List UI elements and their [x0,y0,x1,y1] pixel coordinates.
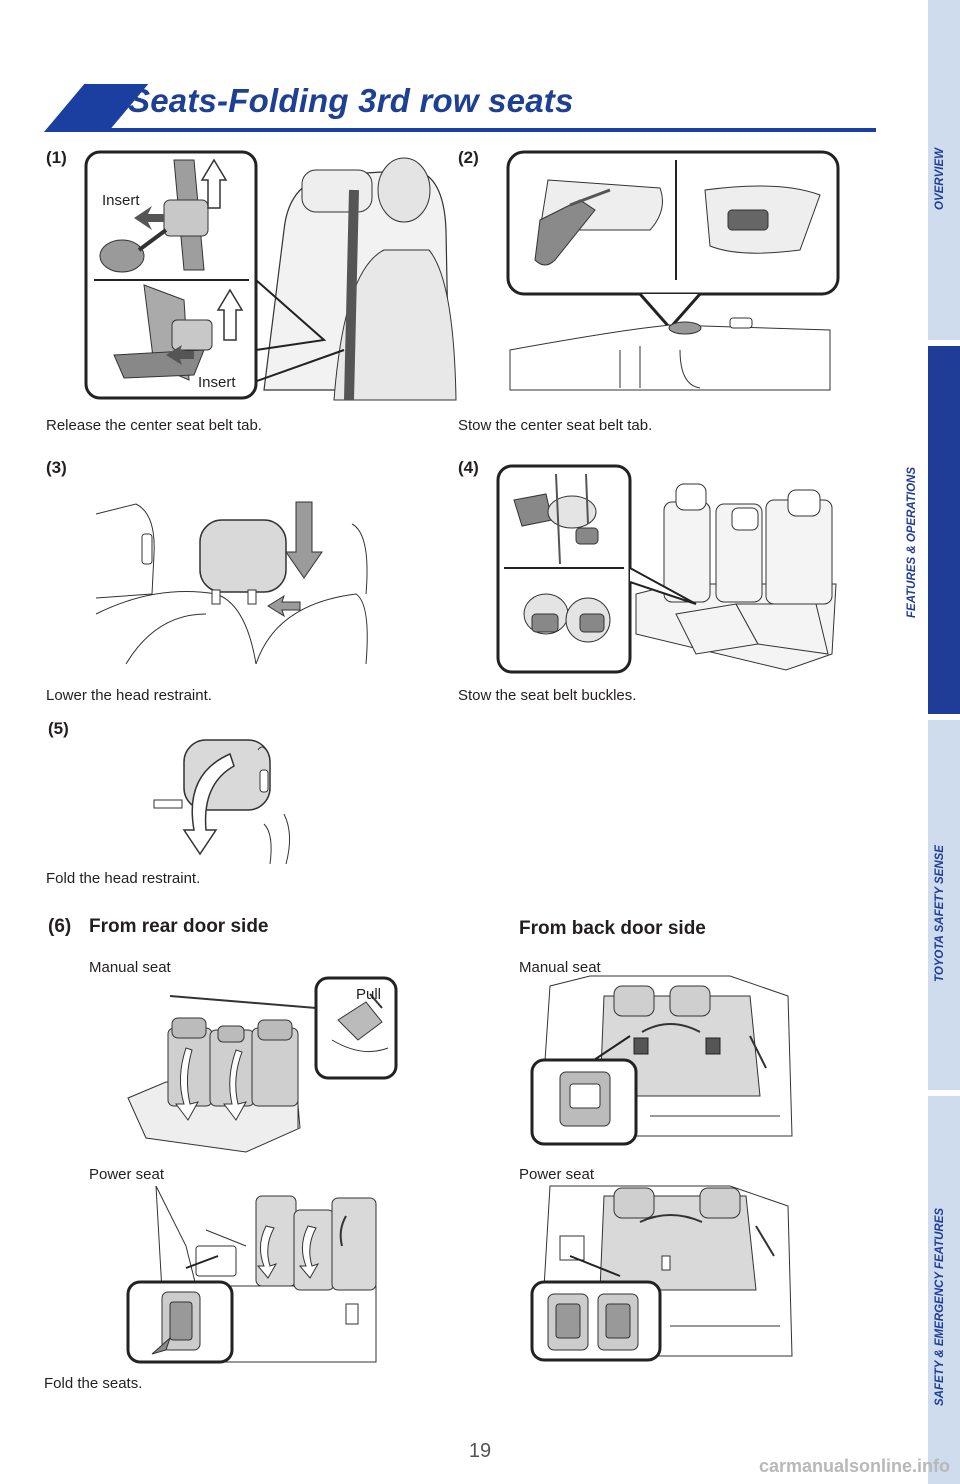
nav-tab-overview[interactable]: OVERVIEW [928,0,960,340]
step-1-callout-insert: Insert [198,374,236,391]
back-manual-illustration [530,975,793,1146]
rear-door-heading: From rear door side [89,916,269,937]
nav-tab-label: SAFETY & EMERGENCY FEATURES [934,1207,946,1406]
nav-tab-safety-sense[interactable]: TOYOTA SAFETY SENSE [928,720,960,1090]
header-rule [96,128,876,132]
step-3-caption: Lower the head restraint. [46,687,212,704]
nav-tab-label: OVERVIEW [934,148,946,210]
pull-callout: Pull [356,986,382,1003]
nav-tab-label: TOYOTA SAFETY SENSE [934,845,946,982]
step-1-callout-insert: Insert [102,192,140,209]
step-5-number: (5) [48,719,69,738]
page-number: 19 [468,1440,492,1462]
section-nav: OVERVIEW TOYOTA SAFETY SENSE SAFETY & EM… [928,0,960,1484]
step-2-caption: Stow the center seat belt tab. [458,417,653,434]
step-4-number: (4) [458,458,479,477]
back-power-label: Power seat [519,1166,595,1183]
back-door-heading: From back door side [519,918,706,939]
step-5-caption: Fold the head restraint. [46,870,201,887]
nav-tab-features[interactable] [928,346,960,714]
step-4-caption: Stow the seat belt buckles. [458,687,637,704]
step-2-number: (2) [458,148,479,167]
rear-power-label: Power seat [89,1166,165,1183]
step-3-illustration [95,501,368,665]
rear-manual-label: Manual seat [89,959,171,976]
rear-manual-illustration [127,976,398,1153]
watermark: carmanualsonline.info [758,1456,950,1476]
rear-power-illustration [126,1185,377,1364]
step-5-illustration [153,739,290,865]
step-1-number: (1) [46,148,67,167]
step-4-illustration [496,464,837,674]
nav-tab-safety-emergency[interactable]: SAFETY & EMERGENCY FEATURES [928,1096,960,1484]
step-6-number: (6) [48,916,72,937]
step-3-number: (3) [46,458,67,477]
step-1-illustration [84,150,457,401]
back-power-illustration [530,1185,793,1362]
back-manual-label: Manual seat [519,959,601,976]
step-2-illustration [506,150,840,391]
nav-tab-label-active: FEATURES & OPERATIONS [906,467,918,618]
step-1-caption: Release the center seat belt tab. [46,417,262,434]
page-title: Seats-Folding 3rd row seats [128,82,574,119]
step-6-caption: Fold the seats. [44,1375,143,1392]
